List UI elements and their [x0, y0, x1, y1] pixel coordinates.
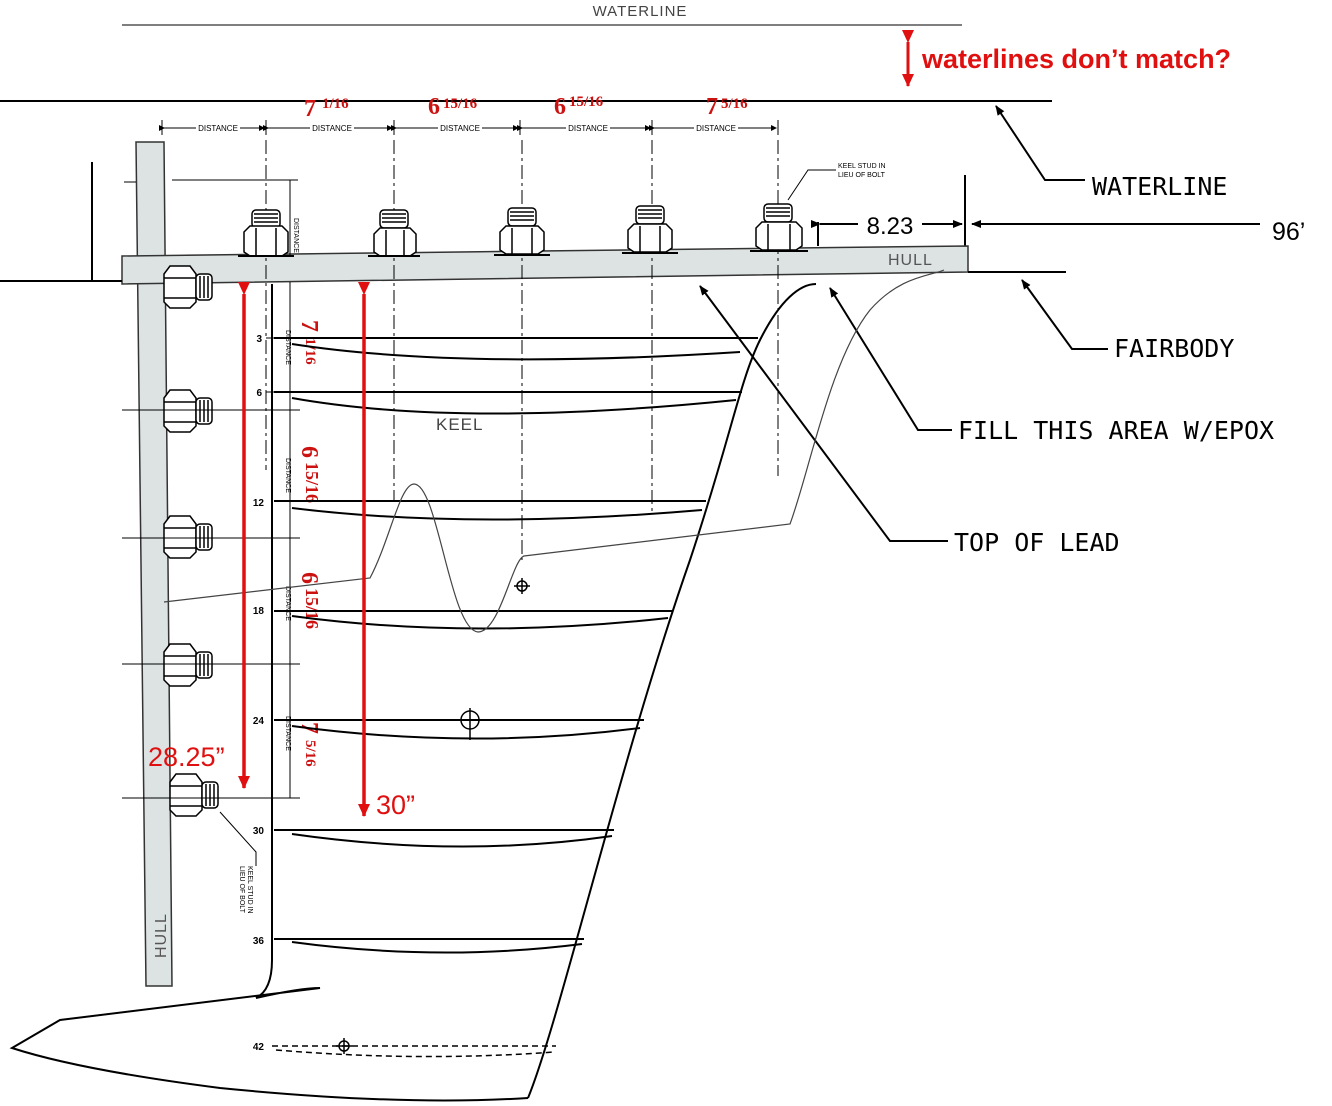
- keel-bulb: [9, 987, 529, 1102]
- svg-text:DISTANCE: DISTANCE: [198, 124, 238, 133]
- bolt-2: [368, 209, 420, 257]
- svg-text:15/16: 15/16: [569, 94, 604, 110]
- keel-stud-top-label: KEEL STUD IN: [838, 163, 886, 170]
- top-of-lead-line: [163, 269, 945, 633]
- dim-8-23-label: 8.23: [867, 213, 914, 240]
- waterline-callout-label: WATERLINE: [1092, 172, 1227, 201]
- bolt-3: [494, 207, 550, 256]
- top-fraction-labels: 7 1/16 6 15/16 6 15/16 7 5/16: [304, 94, 748, 122]
- hull-side-label: HULL: [153, 913, 170, 958]
- station-lines: [274, 337, 758, 954]
- bolt-1: [238, 209, 294, 257]
- station-42-line: [272, 1045, 556, 1058]
- keel-stud-left-label: KEEL STUD IN: [246, 866, 253, 914]
- svg-text:6: 6: [296, 446, 322, 458]
- svg-text:DISTANCE: DISTANCE: [312, 124, 352, 133]
- bolt-4: [622, 205, 678, 254]
- center-markers: [336, 578, 530, 1054]
- svg-text:1/16: 1/16: [302, 338, 318, 365]
- svg-text:15/16: 15/16: [302, 588, 322, 629]
- svg-text:15/16: 15/16: [443, 96, 478, 112]
- dim-96-label: 96’: [1272, 218, 1305, 246]
- dim-30-label: 30”: [376, 790, 415, 820]
- svg-text:6: 6: [256, 388, 262, 399]
- svg-text:6: 6: [428, 94, 440, 120]
- svg-text:DISTANCE: DISTANCE: [284, 330, 291, 365]
- top-of-lead-label: TOP OF LEAD: [954, 528, 1120, 557]
- side-bolt-2: [163, 389, 213, 433]
- waterline-leader: [995, 105, 1085, 181]
- svg-text:1/16: 1/16: [322, 96, 349, 112]
- svg-text:7: 7: [304, 96, 316, 122]
- upper-waterline-label: WATERLINE: [593, 3, 688, 20]
- svg-text:6: 6: [296, 572, 322, 584]
- dim-28-25-label: 28.25”: [148, 742, 225, 772]
- svg-text:42: 42: [253, 1042, 265, 1053]
- fairbody-leader: [1021, 279, 1108, 350]
- svg-text:DISTANCE: DISTANCE: [284, 716, 291, 751]
- svg-text:DISTANCE: DISTANCE: [284, 586, 291, 621]
- svg-text:6: 6: [554, 94, 566, 120]
- svg-text:LIEU OF BOLT: LIEU OF BOLT: [838, 172, 886, 179]
- top-distance-labels: DISTANCE DISTANCE DISTANCE DISTANCE DIST…: [196, 123, 738, 133]
- svg-text:DISTANCE: DISTANCE: [440, 124, 480, 133]
- svg-text:24: 24: [253, 716, 265, 727]
- svg-text:18: 18: [253, 606, 265, 617]
- hull-top-label: HULL: [888, 252, 933, 269]
- top-bolts: [238, 203, 808, 257]
- svg-text:12: 12: [253, 498, 265, 509]
- side-dimension-chain: [284, 282, 296, 798]
- svg-text:DISTANCE: DISTANCE: [292, 218, 299, 253]
- side-bolt-4: [163, 643, 213, 687]
- side-bolt-3: [163, 515, 213, 559]
- svg-text:15/16: 15/16: [302, 462, 322, 503]
- svg-text:7: 7: [706, 94, 718, 120]
- side-bolt-5: [169, 773, 219, 817]
- fill-area-leader: [829, 287, 952, 431]
- svg-text:LIEU OF BOLT: LIEU OF BOLT: [238, 866, 245, 914]
- side-bolts: [163, 265, 219, 817]
- svg-text:30: 30: [253, 826, 265, 837]
- station-numbers: 3 6 12 18 24 30 36 42: [253, 334, 265, 1053]
- svg-text:5/16: 5/16: [721, 96, 748, 112]
- svg-text:5/16: 5/16: [302, 740, 318, 767]
- side-bolt-1: [163, 265, 213, 309]
- fill-area-label: FILL THIS AREA W/EPOX: [958, 416, 1274, 445]
- svg-text:DISTANCE: DISTANCE: [696, 124, 736, 133]
- keel-label: KEEL: [436, 415, 483, 434]
- side-fraction-labels: 7 1/16 6 15/16 6 15/16 7 5/16: [296, 320, 322, 767]
- svg-text:3: 3: [256, 334, 262, 345]
- hull-side-strip: [135, 141, 173, 987]
- bolt-5: [750, 203, 808, 252]
- top-of-lead-leader: [699, 285, 948, 542]
- svg-text:7: 7: [296, 320, 322, 332]
- svg-text:DISTANCE: DISTANCE: [568, 124, 608, 133]
- svg-text:36: 36: [253, 936, 265, 947]
- fairbody-label: FAIRBODY: [1114, 334, 1234, 363]
- side-bolt-centerlines: [122, 409, 300, 799]
- waterline-mismatch-note: waterlines don’t match?: [921, 44, 1231, 74]
- side-distance-labels: DISTANCE DISTANCE DISTANCE DISTANCE: [284, 330, 291, 751]
- svg-text:DISTANCE: DISTANCE: [284, 458, 291, 493]
- keel-trailing-edge: [527, 283, 817, 1099]
